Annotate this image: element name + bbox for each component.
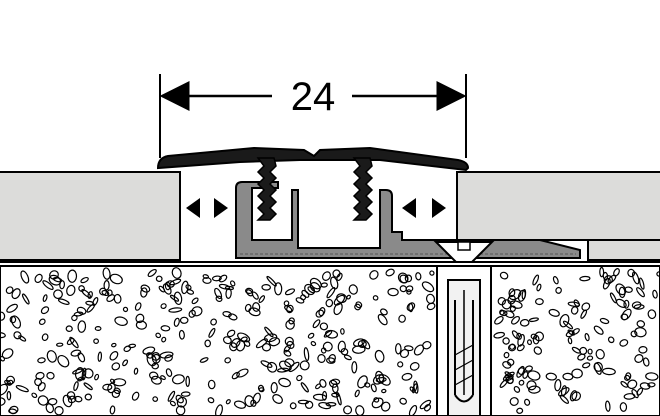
top-profile <box>156 146 470 221</box>
double-arrow-icon <box>186 198 228 218</box>
concrete-aggregate <box>0 266 660 416</box>
concrete-subfloor <box>0 265 660 416</box>
dowel-anchor <box>436 265 492 416</box>
floor-covering-right <box>456 171 660 261</box>
double-arrow-icon <box>402 198 446 218</box>
base-profile <box>235 181 581 259</box>
dimension-annotation: 24 <box>159 74 467 158</box>
floor-covering-left <box>0 171 181 261</box>
dimension-label: 24 <box>291 75 336 119</box>
screw-head <box>433 241 495 263</box>
